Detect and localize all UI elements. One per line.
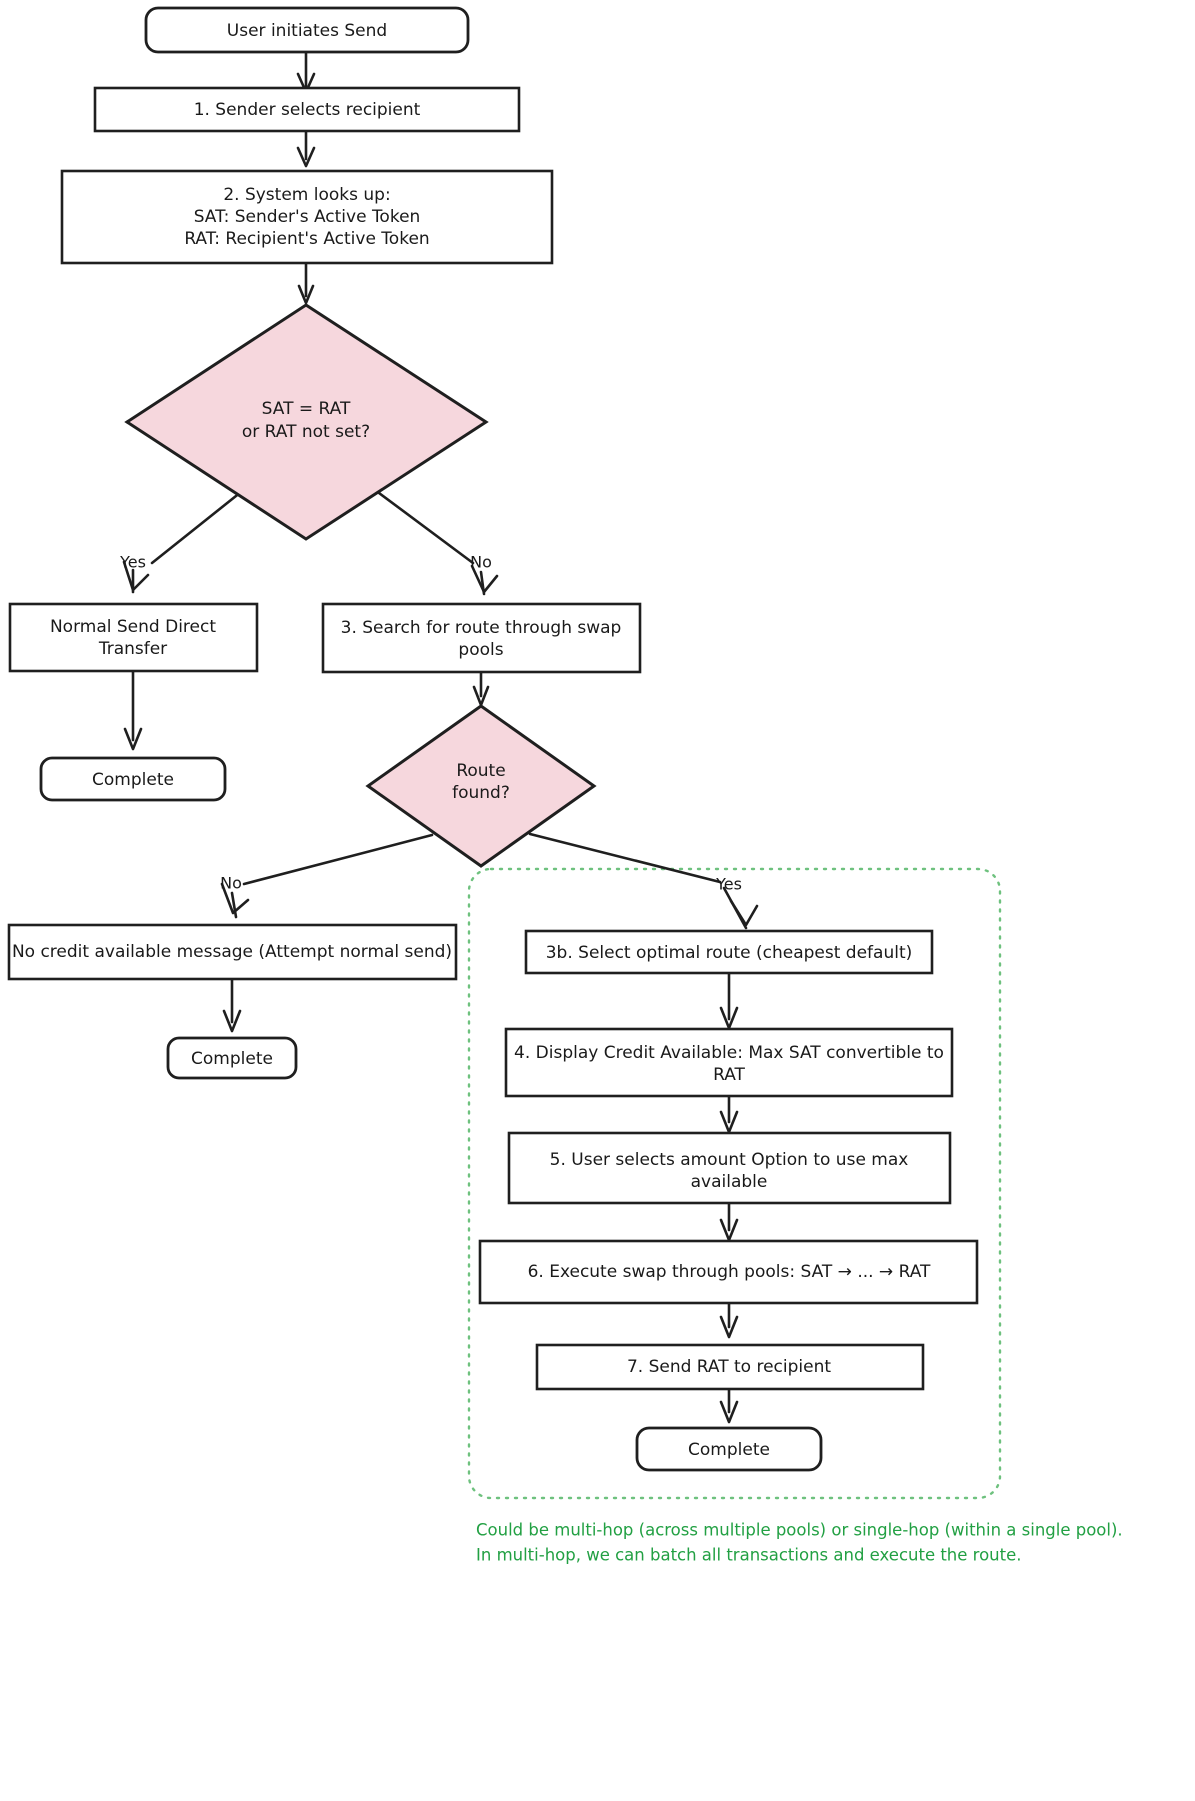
edge-decision2-yes [528, 832, 759, 930]
edge-start-to-step1 [296, 48, 316, 94]
node-complete-right[interactable]: Complete [635, 1426, 823, 1472]
node-step2-line3: RAT: Recipient's Active Token [184, 229, 429, 249]
node-complete-right-label: Complete [688, 1440, 770, 1460]
edge-label-decision1-no: No [470, 553, 492, 572]
edge-decision2-no [220, 833, 434, 919]
node-complete-left-label: Complete [92, 770, 174, 790]
node-step7-label: 7. Send RAT to recipient [627, 1357, 831, 1377]
caption-line-2: In multi-hop, we can batch all transacti… [476, 1546, 1022, 1565]
edge-step3-to-decision2 [472, 669, 490, 707]
node-decision1-line1: SAT = RAT [262, 399, 351, 419]
node-complete-mid-label: Complete [191, 1049, 273, 1069]
swap-route-subgraph-border [467, 867, 1002, 1500]
edge-step4-to-step5 [719, 1093, 739, 1134]
node-step3-line2: pools [458, 640, 503, 660]
node-normal-send-line2: Transfer [98, 639, 167, 659]
node-step3-line1: 3. Search for route through swap [341, 618, 622, 638]
node-decision2-line2: found? [452, 783, 510, 803]
edge-step7-to-complete [719, 1386, 739, 1424]
node-complete-mid[interactable]: Complete [166, 1036, 298, 1080]
edge-nocredit-to-complete [222, 977, 242, 1033]
edge-step1-to-step2 [296, 127, 316, 168]
node-step6[interactable]: 6. Execute swap through pools: SAT → ...… [478, 1239, 979, 1305]
node-step4-line2: RAT [713, 1065, 745, 1085]
node-complete-left[interactable]: Complete [39, 756, 227, 802]
node-step2-line1: 2. System looks up: [223, 185, 390, 205]
edge-step3b-to-step4 [719, 971, 739, 1030]
edge-label-decision1-yes: Yes [119, 553, 146, 572]
node-step4[interactable]: 4. Display Credit Available: Max SAT con… [504, 1027, 954, 1098]
node-step5-line1: 5. User selects amount Option to use max [550, 1150, 909, 1170]
node-start[interactable]: User initiates Send [144, 6, 470, 54]
edge-step6-to-step7 [719, 1301, 739, 1339]
edge-normalsend-to-complete [123, 668, 143, 751]
node-step6-label: 6. Execute swap through pools: SAT → ...… [528, 1262, 931, 1282]
edge-decision1-yes [122, 486, 248, 594]
node-step1-label: 1. Sender selects recipient [194, 100, 421, 120]
edge-step2-to-decision1 [297, 260, 315, 305]
node-step3[interactable]: 3. Search for route through swap pools [321, 602, 642, 674]
edge-label-decision2-yes: Yes [715, 875, 742, 894]
node-step3b-label: 3b. Select optimal route (cheapest defau… [546, 943, 913, 963]
node-step5[interactable]: 5. User selects amount Option to use max… [507, 1131, 952, 1205]
node-decision1-line2: or RAT not set? [242, 422, 370, 442]
edge-label-decision2-no: No [220, 874, 242, 893]
node-step3b[interactable]: 3b. Select optimal route (cheapest defau… [524, 929, 934, 975]
node-no-credit[interactable]: No credit available message (Attempt nor… [7, 923, 458, 981]
node-normal-send[interactable]: Normal Send Direct Transfer [8, 602, 259, 673]
node-step2[interactable]: 2. System looks up: SAT: Sender's Active… [60, 169, 554, 265]
node-normal-send-line1: Normal Send Direct [50, 617, 216, 637]
node-decision2-line1: Route [456, 761, 505, 781]
edge-decision1-no [369, 485, 499, 596]
node-step7[interactable]: 7. Send RAT to recipient [535, 1343, 925, 1391]
node-decision1[interactable]: SAT = RAT or RAT not set? [124, 303, 489, 541]
node-step1[interactable]: 1. Sender selects recipient [93, 86, 521, 133]
edge-step5-to-step6 [719, 1201, 739, 1242]
node-decision2[interactable]: Route found? [365, 704, 597, 868]
node-step2-line2: SAT: Sender's Active Token [194, 207, 421, 227]
node-no-credit-label: No credit available message (Attempt nor… [12, 942, 452, 962]
node-step5-line2: available [691, 1172, 768, 1192]
node-start-label: User initiates Send [227, 21, 387, 41]
caption-line-1: Could be multi-hop (across multiple pool… [476, 1521, 1123, 1540]
node-step4-line1: 4. Display Credit Available: Max SAT con… [514, 1043, 944, 1063]
